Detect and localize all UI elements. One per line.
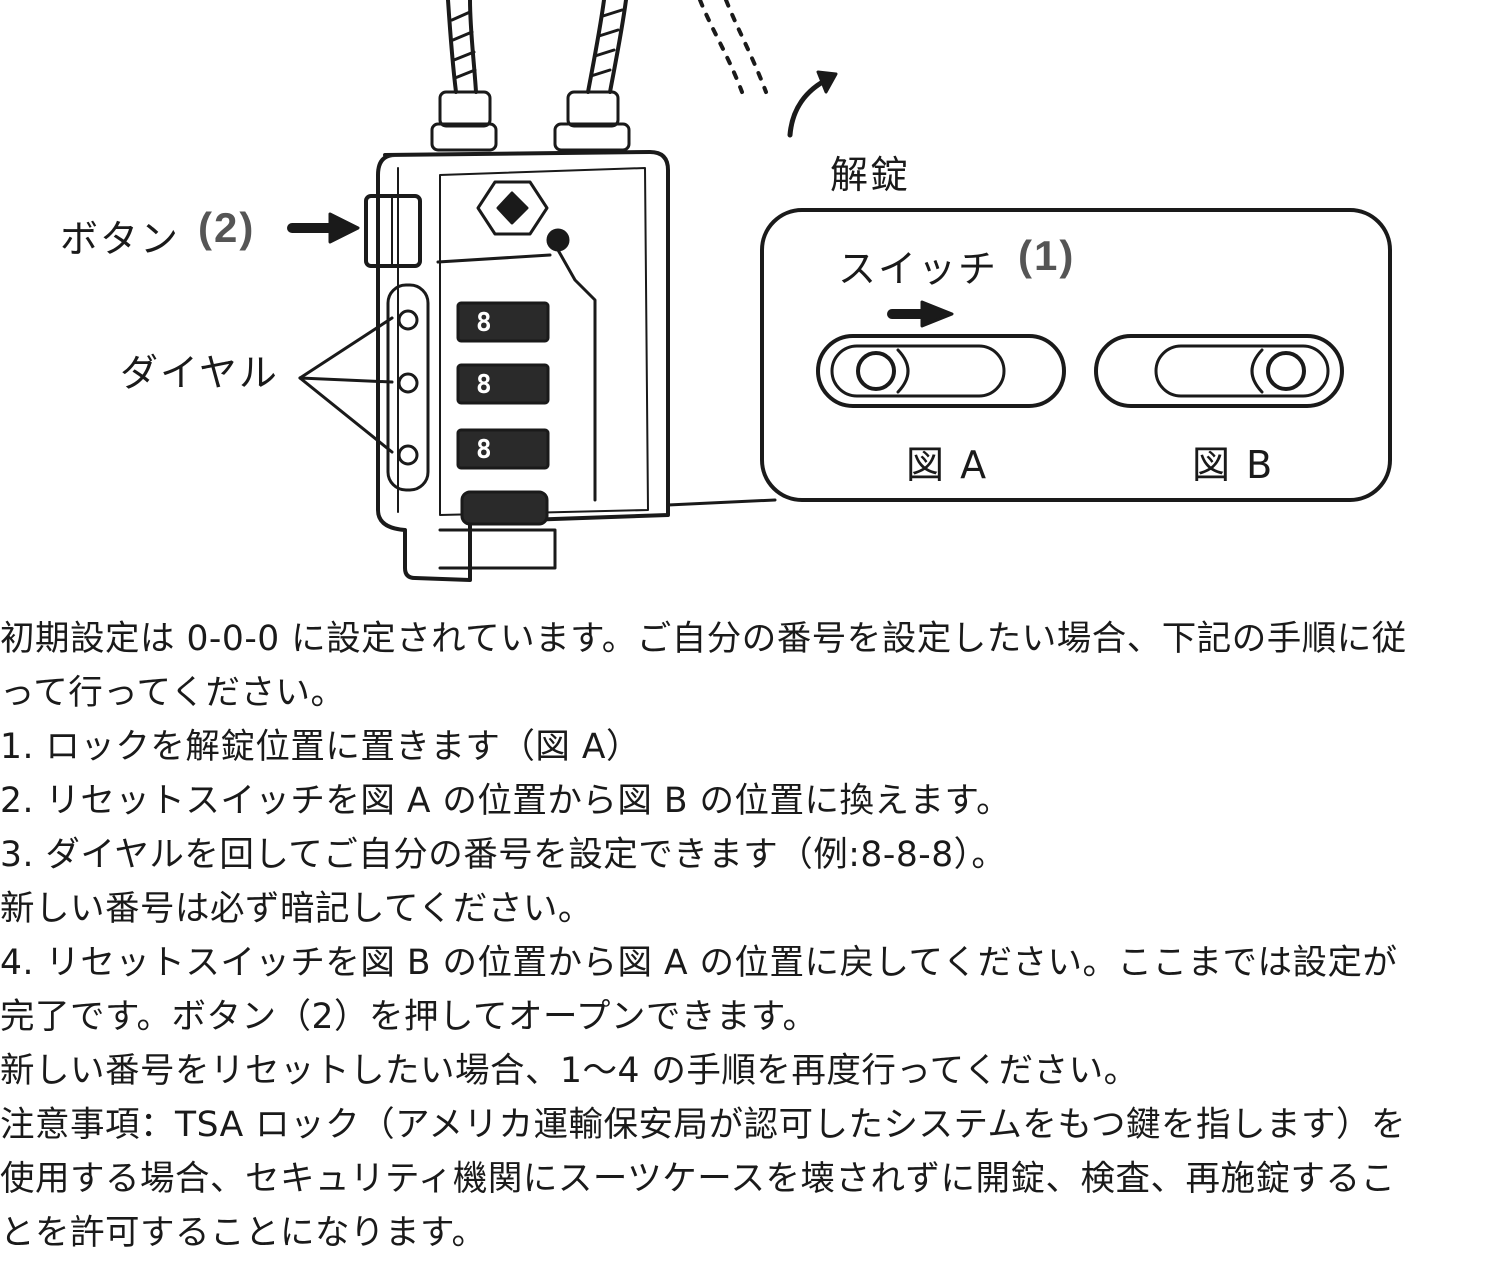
instruction-line: って行ってください。 [0, 673, 346, 713]
dial-label: ダイヤル [120, 351, 279, 395]
unlock-label: 解錠 [830, 153, 911, 197]
dial-digit-2: 8 [476, 370, 492, 400]
instruction-line: 完了です。ボタン（2）を押してオープンできます。 [0, 997, 818, 1037]
button-label: ボタン [60, 217, 181, 261]
lock-diagram: 8 8 8 解錠 ボタン (2) ダイヤル スイッチ (1) 図 A 図 B [0, 0, 1500, 590]
instruction-line: 4. リセットスイッチを図 B の位置から図 A の位置に戻してください。ここま… [0, 943, 1398, 983]
lock-illustration: 8 8 8 [287, 0, 1392, 582]
instruction-line: 使用する場合、セキュリティ機関にスーツケースを壊されずに開錠、検査、再施錠するこ [0, 1159, 1396, 1199]
instruction-line: 初期設定は 0-0-0 に設定されています。ご自分の番号を設定したい場合、下記の… [0, 619, 1407, 659]
cable-left [446, 0, 478, 94]
button-number: (2) [198, 204, 256, 251]
instruction-line: 3. ダイヤルを回してご自分の番号を設定できます（例:8-8-8）。 [0, 835, 1007, 875]
instruction-line: 1. ロックを解錠位置に置きます（図 A） [0, 727, 641, 767]
instruction-line: 2. リセットスイッチを図 A の位置から図 B の位置に換えます。 [0, 781, 1012, 821]
figure-a-label: 図 A [906, 443, 989, 487]
instruction-line: 新しい番号をリセットしたい場合、1～4 の手順を再度行ってください。 [0, 1051, 1139, 1091]
switch-number: (1) [1018, 232, 1076, 279]
instructions-text: 初期設定は 0-0-0 に設定されています。ご自分の番号を設定したい場合、下記の… [0, 612, 1500, 1260]
dial-digit-1: 8 [476, 308, 492, 338]
instruction-line: 新しい番号は必ず暗記してください。 [0, 889, 593, 929]
instruction-line: とを許可することになります。 [0, 1213, 487, 1253]
dial-digit-3: 8 [476, 435, 492, 465]
instruction-line: 注意事項：TSA ロック（アメリカ運輸保安局が認可したシステムをもつ鍵を指します… [0, 1105, 1407, 1145]
switch-label: スイッチ [838, 247, 999, 291]
cable-right [586, 0, 628, 94]
figure-b-label: 図 B [1192, 443, 1275, 487]
